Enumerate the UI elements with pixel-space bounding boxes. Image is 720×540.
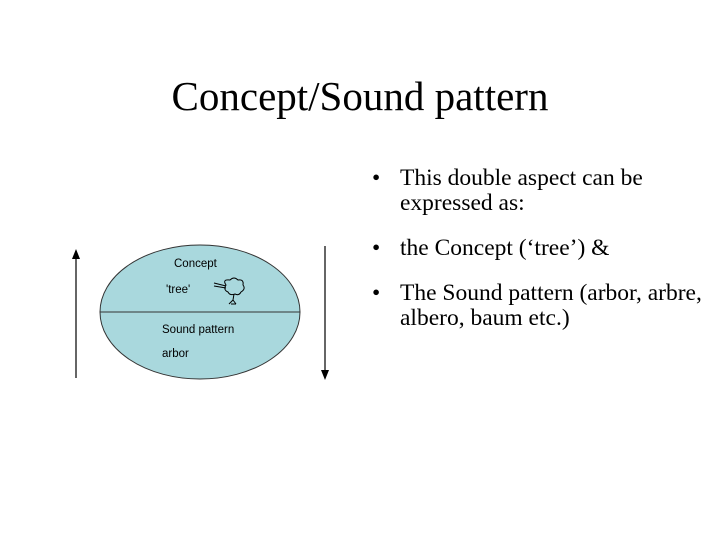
slide-title: Concept/Sound pattern bbox=[171, 73, 549, 119]
down-arrow-icon bbox=[321, 246, 329, 380]
bullet-dot: • bbox=[372, 280, 381, 306]
tree-icon bbox=[213, 277, 245, 305]
bullet-list: •This double aspect can be expressed as:… bbox=[372, 166, 712, 351]
sound-pattern-value: arbor bbox=[162, 348, 189, 360]
bullet-item: •the Concept (‘tree’) & bbox=[372, 235, 610, 261]
up-arrow-icon bbox=[72, 249, 80, 378]
bullet-dot: • bbox=[372, 235, 381, 261]
bullet-item: •The Sound pattern (arbor, arbre, albero… bbox=[372, 280, 702, 331]
concept-value: 'tree' bbox=[166, 284, 190, 296]
bullet-dot: • bbox=[372, 165, 381, 191]
sound-pattern-label: Sound pattern bbox=[162, 324, 234, 336]
concept-label: Concept bbox=[174, 258, 218, 270]
bullet-item: •This double aspect can be expressed as: bbox=[372, 165, 643, 216]
